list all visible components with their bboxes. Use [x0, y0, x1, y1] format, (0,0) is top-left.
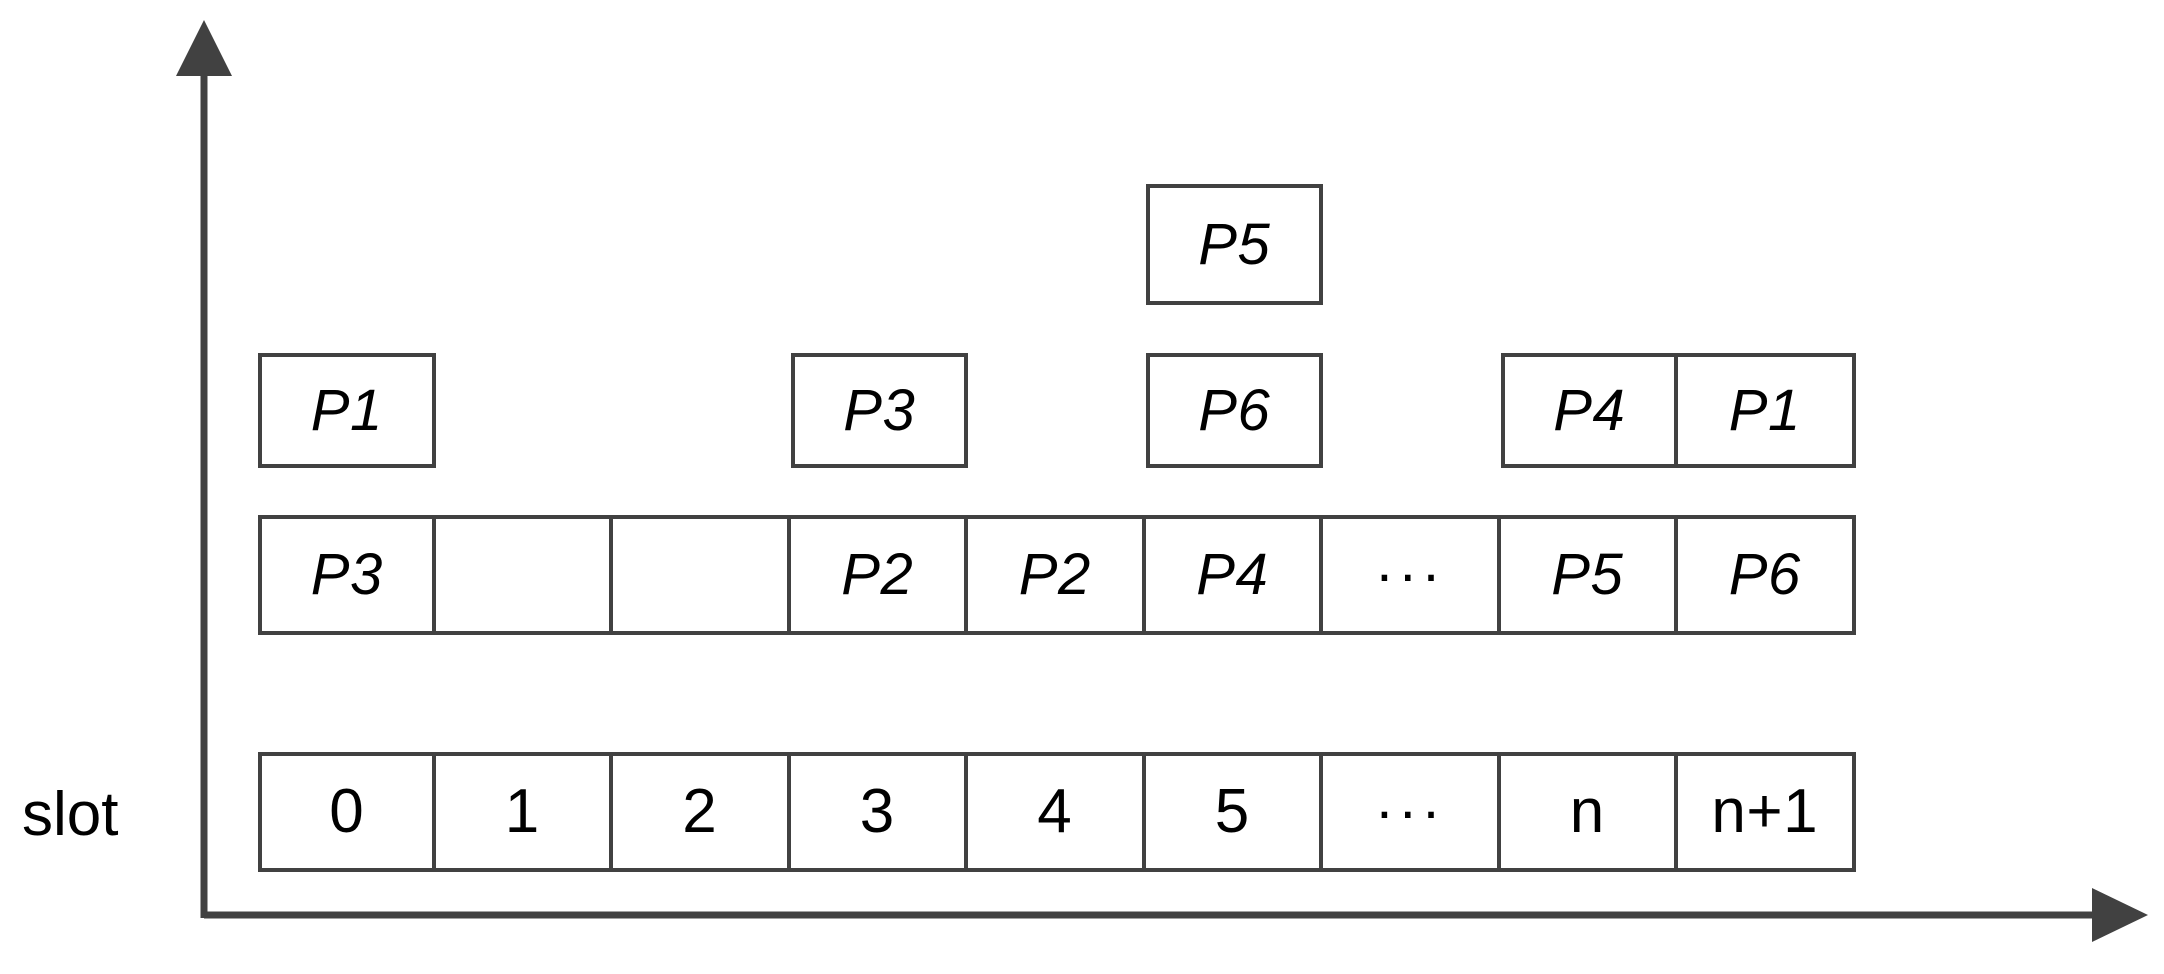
stack-box-label-p5: P5 [1198, 211, 1271, 277]
slot-cell-label-s5: 5 [1214, 777, 1250, 846]
stack-box-p4[interactable]: P4 [1500, 353, 1678, 468]
slot-cell-label-s8: n+1 [1711, 777, 1819, 846]
queue-cell-q3[interactable]: P2 [790, 515, 968, 635]
stack-box-p5[interactable]: P5 [1145, 184, 1323, 305]
slot-cell-label-s0: 0 [329, 777, 365, 846]
queue-cell-q5[interactable]: P4 [1145, 515, 1323, 635]
queue-cell-q4[interactable]: P2 [968, 515, 1146, 635]
stack-box-label-p4: P4 [1553, 377, 1626, 443]
queue-cell-label-q5: P4 [1196, 542, 1269, 607]
slot-cell-label-s1: 1 [504, 777, 540, 846]
slot-axis-label: slot [22, 780, 119, 849]
queue-cell-q0[interactable]: P3 [258, 515, 436, 635]
queue-cell-label-q7: P5 [1551, 542, 1624, 607]
queue-cell-q7[interactable]: P5 [1500, 515, 1678, 635]
stack-box-p3[interactable]: P3 [790, 353, 968, 468]
queue-cell-label-q6: ··· [1374, 542, 1445, 607]
slot-cell-s4[interactable]: 4 [968, 752, 1146, 872]
slot-cell-label-s3: 3 [859, 777, 895, 846]
stack-box-p1b[interactable]: P1 [1678, 353, 1856, 468]
slot-cell-label-s6: ··· [1374, 779, 1445, 844]
stack-box-p6[interactable]: P6 [1145, 353, 1323, 468]
queue-cell-label-q8: P6 [1728, 542, 1801, 607]
slot-cell-s7[interactable]: n [1500, 752, 1678, 872]
stack-box-p1a[interactable]: P1 [258, 353, 436, 468]
slot-cell-label-s2: 2 [682, 777, 718, 846]
slot-cell-s6[interactable]: ··· [1323, 752, 1501, 872]
slot-cell-s0[interactable]: 0 [258, 752, 436, 872]
slot-cell-s5[interactable]: 5 [1145, 752, 1323, 872]
stack-box-label-p1b: P1 [1728, 377, 1801, 443]
slot-cell-s8[interactable]: n+1 [1678, 752, 1856, 872]
slot-cell-s2[interactable]: 2 [613, 752, 791, 872]
queue-cell-label-q4: P2 [1018, 542, 1091, 607]
queue-cell-label-q0: P3 [310, 542, 383, 607]
queue-cell-q8[interactable]: P6 [1678, 515, 1856, 635]
queue-cell-q1[interactable] [435, 515, 613, 635]
slot-cell-label-s4: 4 [1037, 777, 1073, 846]
queue-cell-q2[interactable] [613, 515, 791, 635]
queue-cell-label-q3: P2 [841, 542, 914, 607]
slot-cell-s3[interactable]: 3 [790, 752, 968, 872]
stack-box-label-p6: P6 [1198, 377, 1271, 443]
x-axis-arrowhead [2092, 888, 2148, 942]
y-axis-arrowhead [176, 20, 232, 76]
queue-cell-q6[interactable]: ··· [1323, 515, 1501, 635]
slot-cell-s1[interactable]: 1 [435, 752, 613, 872]
slot-cell-label-s7: n [1569, 777, 1605, 846]
stack-box-label-p1a: P1 [310, 377, 383, 443]
stack-box-label-p3: P3 [843, 377, 916, 443]
